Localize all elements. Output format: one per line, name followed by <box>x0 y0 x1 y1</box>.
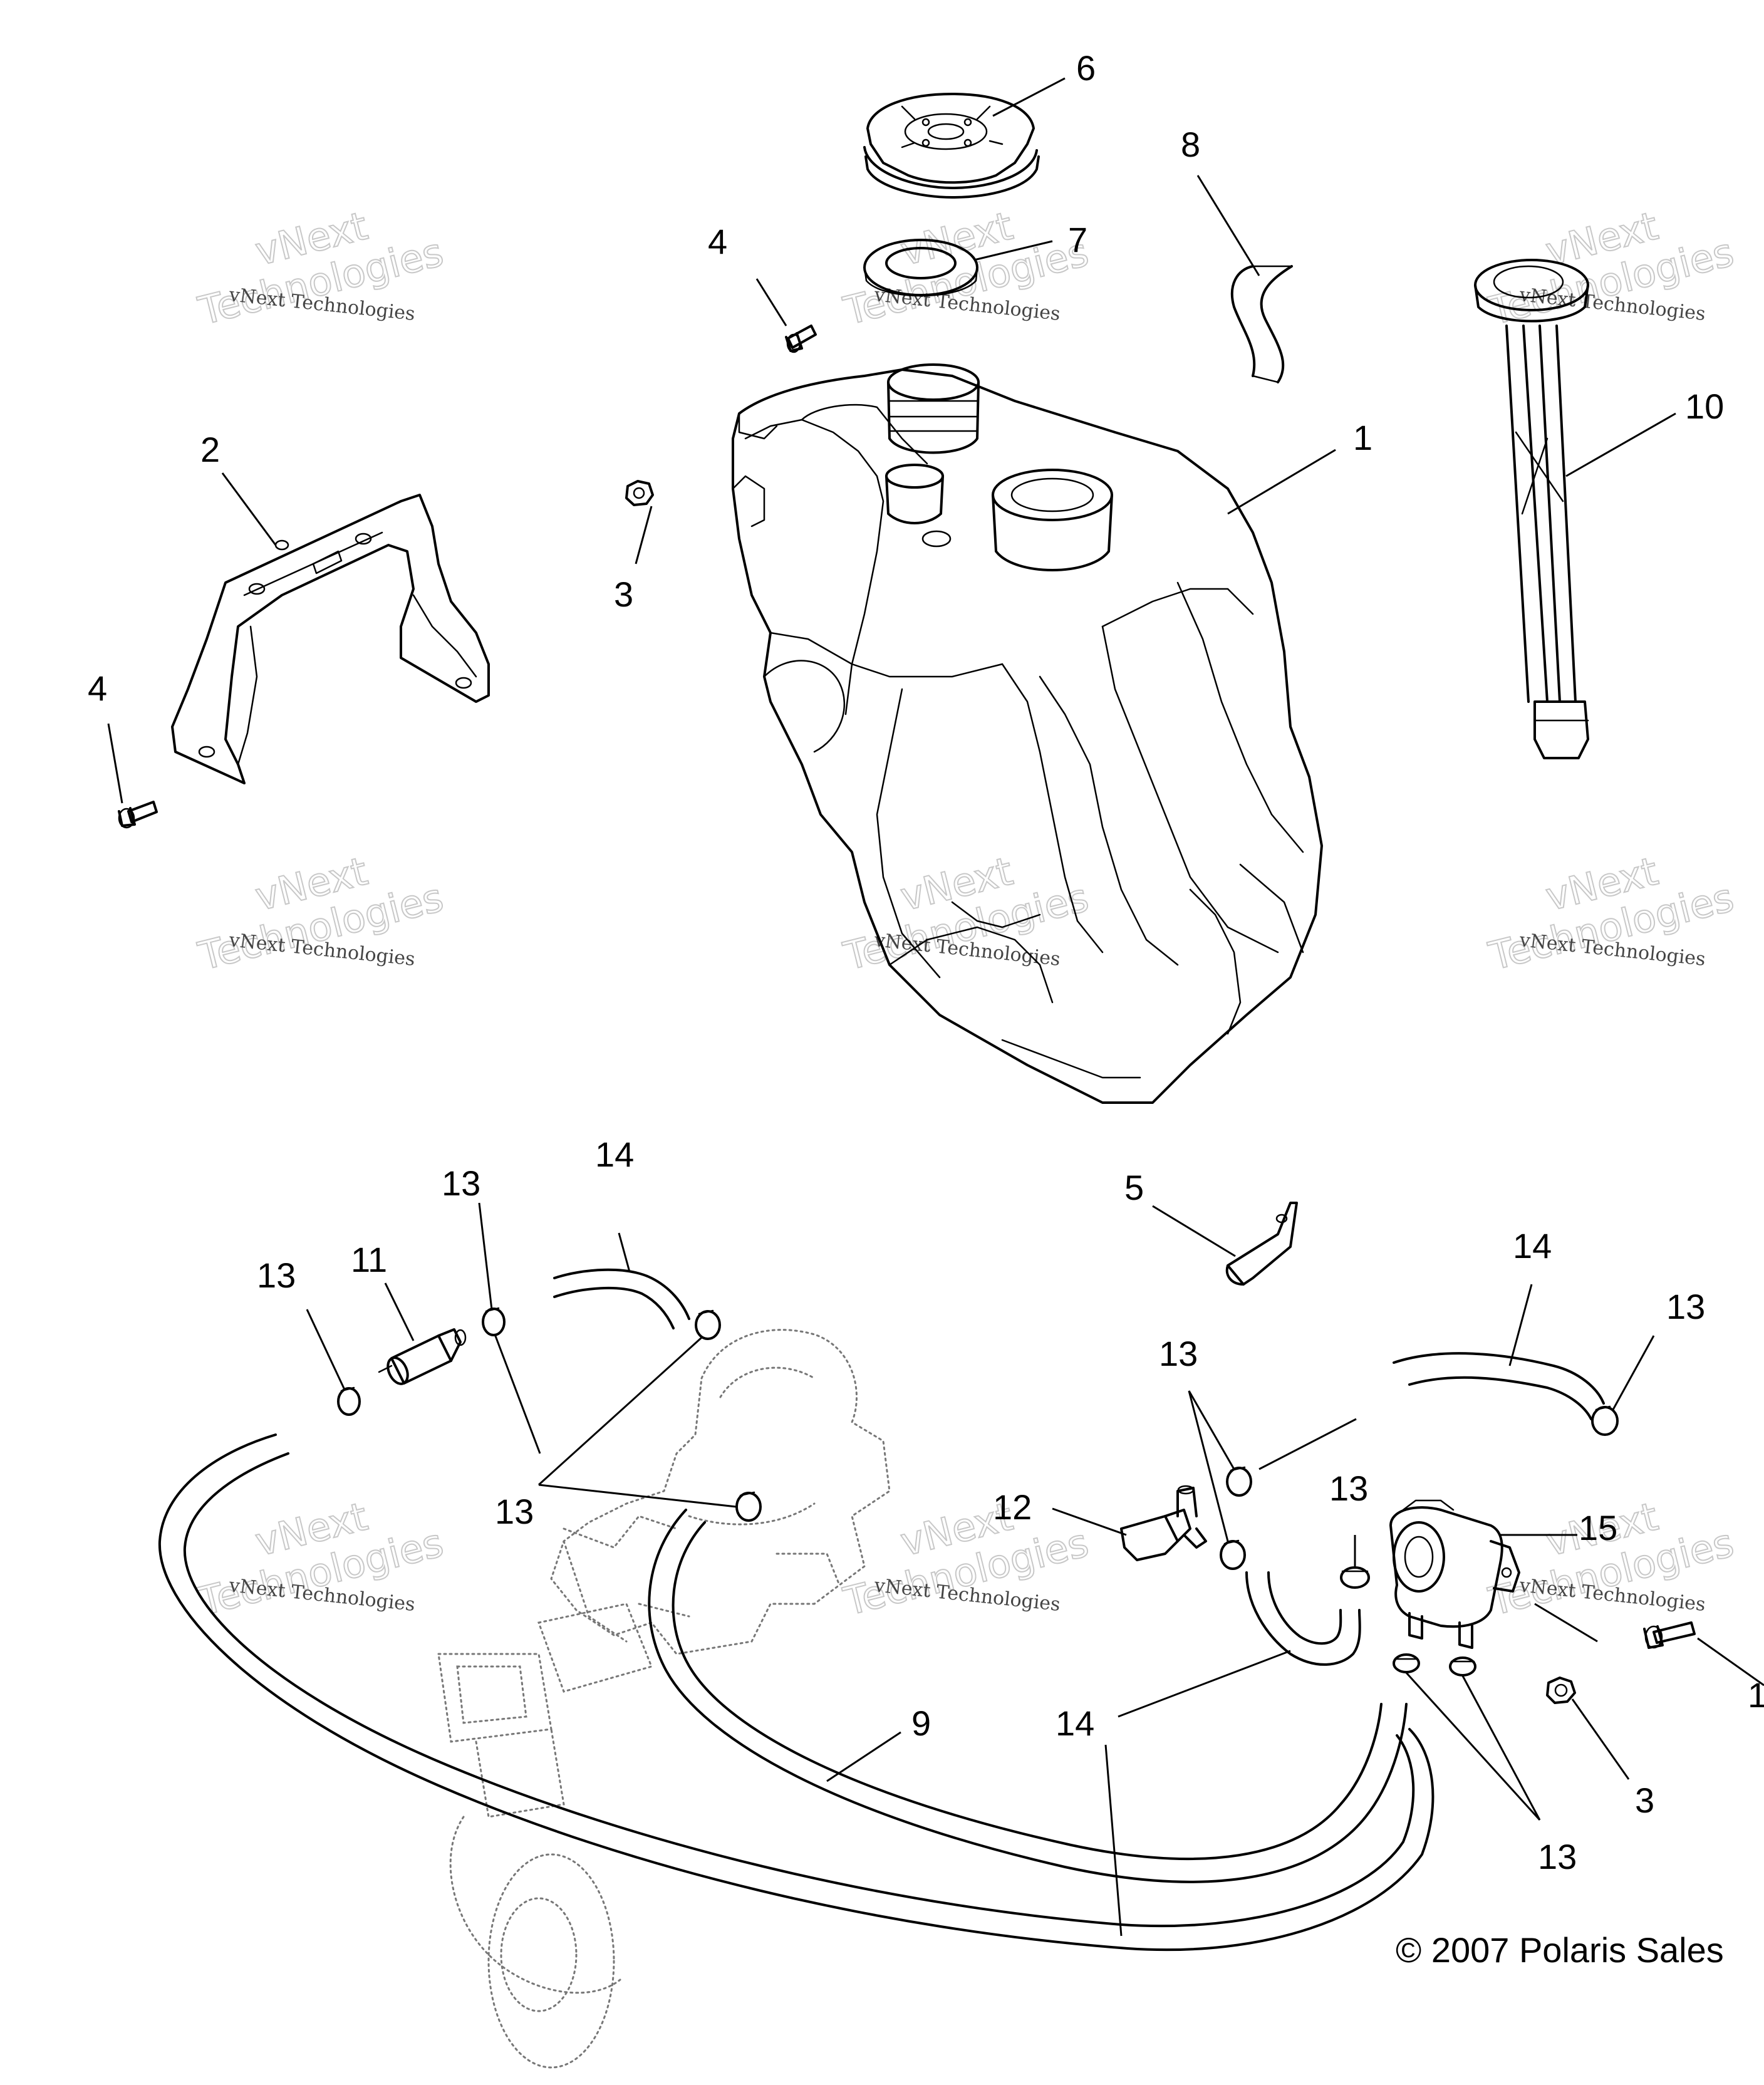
fuel-cap <box>863 93 1040 199</box>
nut-lower <box>1546 1677 1576 1704</box>
fuel-sender <box>1474 259 1589 759</box>
callout-1: 1 <box>1353 418 1372 457</box>
callout-14: 14 <box>595 1135 634 1174</box>
callout-3: 3 <box>1635 1781 1654 1820</box>
callout-labels: 1 2 3 3 4 4 5 6 7 8 9 10 11 12 13 13 13 … <box>88 48 1764 1876</box>
callout-12: 12 <box>993 1487 1032 1527</box>
callout-13: 13 <box>495 1492 534 1531</box>
hose-top-left <box>553 1268 690 1329</box>
clamp-13h <box>1591 1405 1619 1436</box>
callout-4: 4 <box>708 222 727 261</box>
callout-edge-1: 1 <box>1748 1675 1764 1715</box>
copyright-notice: © 2007 Polaris Sales <box>1396 1930 1724 1970</box>
bolt-upper <box>785 325 817 353</box>
clamp-13b <box>482 1307 506 1336</box>
watermark-group: vNext Technologies vNext Technologies vN… <box>194 202 1739 1625</box>
hose-top-right <box>1393 1352 1605 1420</box>
callout-15: 15 <box>1579 1508 1617 1547</box>
shutoff-valve <box>1120 1485 1207 1561</box>
hose-clip <box>1225 1202 1298 1286</box>
callout-14: 14 <box>1056 1703 1094 1743</box>
callout-10: 10 <box>1685 387 1724 426</box>
callout-11: 11 <box>351 1240 387 1279</box>
engine-ghost-outline <box>437 1329 891 2069</box>
clamp-13c <box>695 1309 721 1340</box>
callout-13: 13 <box>1159 1334 1198 1373</box>
cap-gasket <box>863 239 978 297</box>
callout-13: 13 <box>442 1163 480 1203</box>
clamp-13i <box>1393 1653 1420 1673</box>
callout-13: 13 <box>257 1256 296 1295</box>
callout-3: 3 <box>614 575 633 614</box>
callout-14: 14 <box>1513 1226 1552 1266</box>
bolt-left <box>118 801 158 829</box>
clamp-13a <box>337 1386 361 1416</box>
callout-2: 2 <box>200 430 220 469</box>
clamp-13d <box>735 1491 762 1522</box>
callout-13: 13 <box>1538 1837 1577 1876</box>
tank-bracket <box>171 494 490 784</box>
callout-9: 9 <box>911 1703 931 1743</box>
callout-7: 7 <box>1068 220 1087 259</box>
callout-4: 4 <box>88 668 107 708</box>
nut-upper <box>625 480 654 506</box>
clamp-13e <box>1226 1466 1252 1497</box>
clamp-13g <box>1340 1566 1370 1589</box>
fuel-tank <box>732 363 1323 1104</box>
fuel-pump <box>1389 1499 1520 1649</box>
callout-13: 13 <box>1666 1287 1705 1326</box>
clamp-13j <box>1449 1656 1476 1677</box>
callout-6: 6 <box>1076 48 1096 88</box>
leader-lines <box>107 77 1764 1937</box>
vent-hose <box>1230 265 1293 383</box>
bolt-right <box>1643 1621 1696 1649</box>
callout-5: 5 <box>1124 1168 1144 1207</box>
clamp-13f <box>1220 1539 1246 1570</box>
hose-elbow <box>1245 1571 1361 1666</box>
fuel-line <box>158 1433 1435 1952</box>
callout-13: 13 <box>1329 1469 1368 1508</box>
callout-8: 8 <box>1181 125 1200 164</box>
fuel-filter <box>378 1328 467 1385</box>
